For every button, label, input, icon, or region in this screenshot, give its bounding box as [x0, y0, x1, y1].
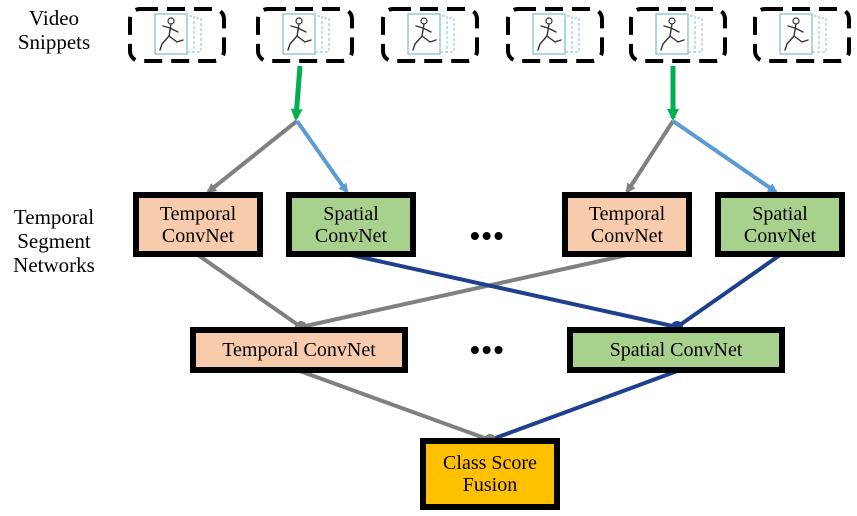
- video-snippet-6: [753, 7, 851, 63]
- fusion-line1: Class Score: [443, 452, 537, 474]
- video-snippet-2: [256, 7, 354, 63]
- tsn-label: Temporal Segment Networks: [2, 205, 106, 277]
- running-person-frames-icon: [655, 13, 703, 55]
- link-t1-agg: [196, 253, 303, 329]
- arrow-to-spatial-2: [671, 119, 778, 194]
- link-t2-agg: [300, 253, 628, 329]
- running-person-frames-icon: [154, 13, 202, 55]
- t2-line1: Temporal: [588, 202, 666, 225]
- t-agg-label: Temporal ConvNet: [222, 339, 376, 361]
- s1-line1: Spatial: [323, 202, 379, 225]
- video-snippets-label: Video Snippets: [8, 6, 100, 54]
- video-label-line1: Video: [28, 6, 80, 30]
- t2-line2: ConvNet: [590, 224, 664, 247]
- fusion-line2: Fusion: [462, 474, 518, 496]
- s1-line2: ConvNet: [314, 224, 388, 247]
- tsn-label-line3: Networks: [13, 253, 95, 278]
- arrow-to-spatial-1: [295, 119, 349, 194]
- t1-line1: Temporal: [159, 202, 237, 225]
- s2-line2: ConvNet: [743, 224, 817, 247]
- running-person-frames-icon: [407, 13, 455, 55]
- video-snippet-1: [128, 7, 226, 63]
- running-person-frames-icon: [779, 13, 827, 55]
- link-tagg-fusion: [296, 368, 491, 442]
- green-arrow-left: [290, 65, 303, 121]
- link-sagg-fusion: [489, 368, 681, 442]
- spatial-convnet-aggregate-box: Spatial ConvNet: [567, 327, 785, 373]
- temporal-convnet-aggregate-box: Temporal ConvNet: [190, 327, 408, 373]
- video-snippet-5: [629, 7, 727, 63]
- video-snippet-4: [506, 7, 604, 63]
- running-person-frames-icon: [282, 13, 330, 55]
- s-agg-label: Spatial ConvNet: [609, 339, 743, 361]
- tsn-label-line1: Temporal: [13, 205, 95, 229]
- ellipsis-middle: •••: [470, 334, 506, 365]
- arrow-to-temporal-2: [625, 119, 675, 194]
- arrow-to-temporal-1: [206, 119, 299, 194]
- ellipsis-top: •••: [470, 220, 506, 251]
- tsn-label-line2: Segment: [17, 229, 91, 254]
- running-person-frames-icon: [532, 13, 580, 55]
- t1-line2: ConvNet: [161, 224, 235, 247]
- video-snippet-3: [381, 7, 479, 63]
- s2-line1: Spatial: [752, 202, 808, 225]
- video-label-line2: Snippets: [17, 30, 91, 55]
- link-s2-agg: [675, 253, 782, 329]
- link-s1-agg: [350, 253, 678, 329]
